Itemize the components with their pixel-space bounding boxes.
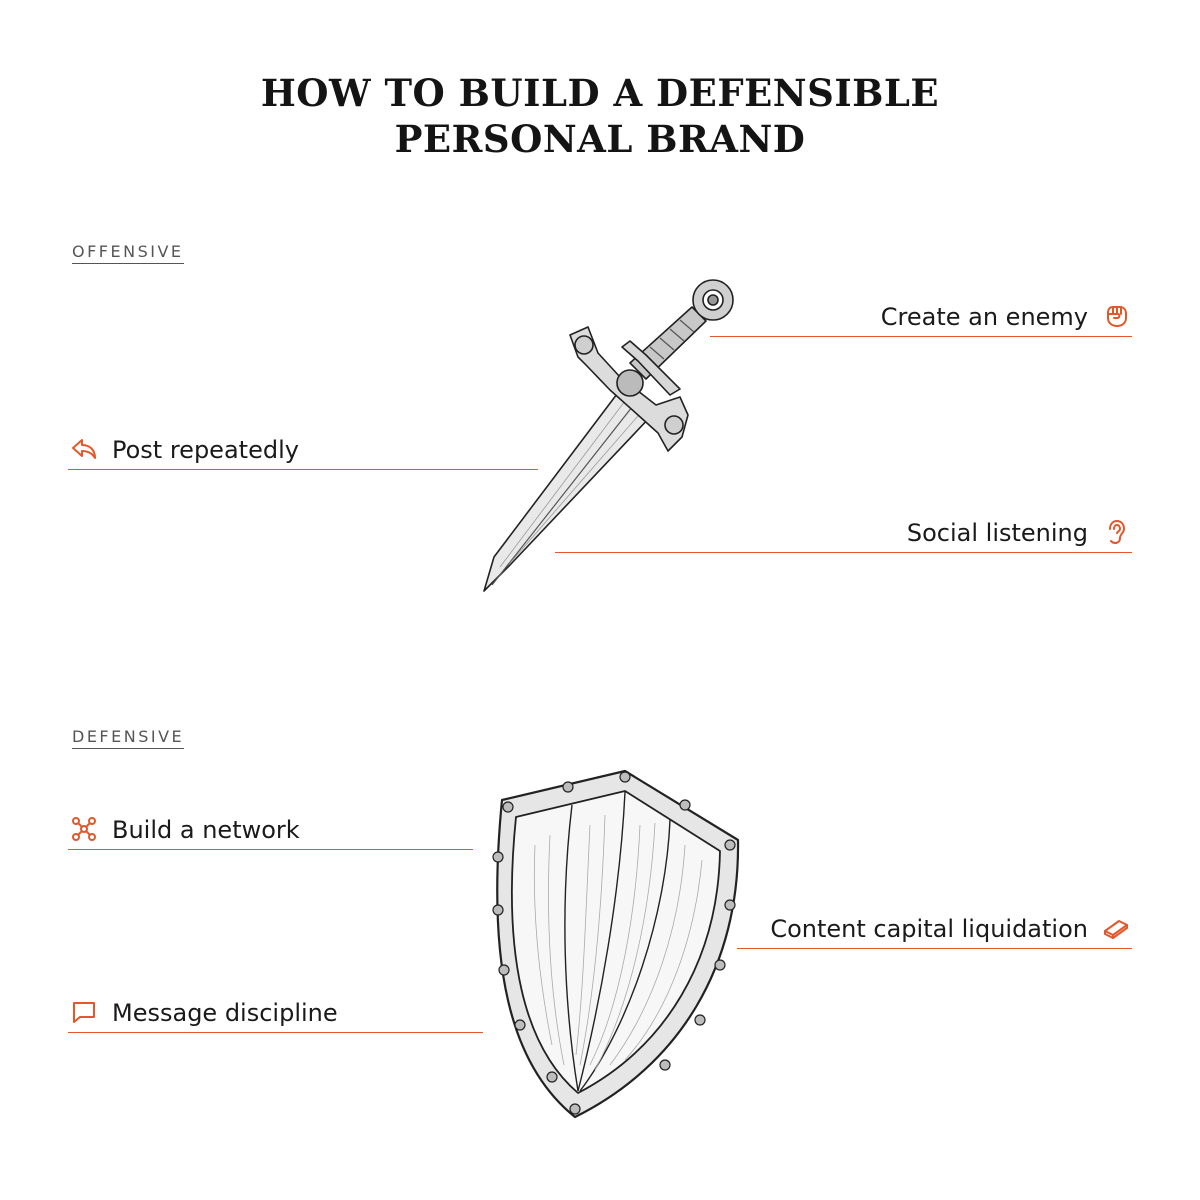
reply-arrow-icon — [70, 435, 98, 463]
item-post-repeatedly: Post repeatedly — [68, 435, 538, 470]
item-label: Post repeatedly — [112, 436, 299, 464]
shield-illustration — [492, 769, 740, 1119]
eraser-icon — [1102, 914, 1130, 942]
item-social-listening: Social listening — [555, 518, 1132, 553]
sword-illustration — [483, 279, 734, 592]
item-create-an-enemy: Create an enemy — [710, 302, 1132, 337]
item-label: Message discipline — [112, 999, 338, 1027]
item-message-discipline: Message discipline — [68, 998, 483, 1033]
fist-icon — [1102, 302, 1130, 330]
item-content-capital-liquidation: Content capital liquidation — [737, 914, 1132, 949]
page-title: HOW TO BUILD A DEFENSIBLE PERSONAL BRAND — [0, 70, 1200, 162]
network-icon — [70, 815, 98, 843]
speech-bubble-icon — [70, 998, 98, 1026]
item-label: Content capital liquidation — [770, 915, 1088, 943]
item-label: Social listening — [906, 519, 1088, 547]
section-label-offensive: OFFENSIVE — [72, 242, 184, 264]
ear-icon — [1102, 518, 1130, 546]
title-line-1: HOW TO BUILD A DEFENSIBLE — [260, 71, 940, 115]
item-label: Build a network — [112, 816, 300, 844]
section-label-defensive: DEFENSIVE — [72, 727, 185, 749]
title-line-2: PERSONAL BRAND — [394, 117, 806, 161]
item-build-a-network: Build a network — [68, 815, 473, 850]
item-label: Create an enemy — [880, 303, 1088, 331]
